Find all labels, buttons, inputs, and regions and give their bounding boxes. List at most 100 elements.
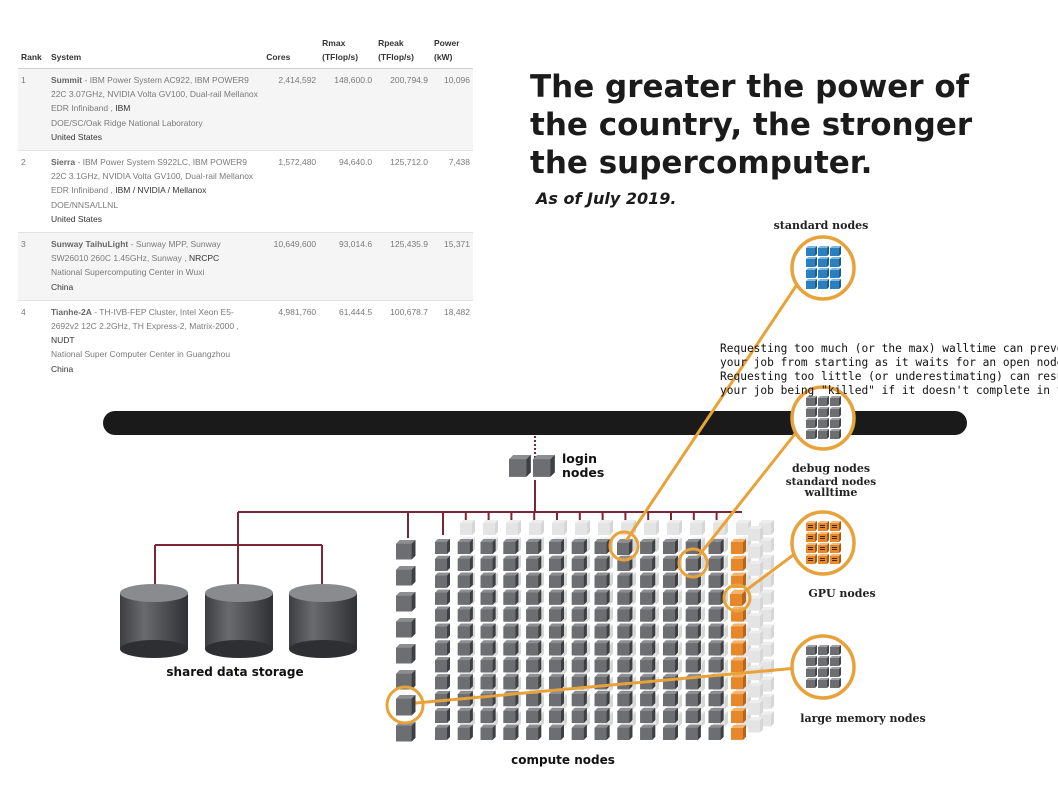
system-name-link[interactable]: Sierra bbox=[50, 157, 76, 168]
standard-nodes-label: standard nodes bbox=[774, 219, 869, 232]
storage-cylinder bbox=[205, 584, 273, 658]
debug-nodes-sublabel-standard: standard nodes bbox=[786, 476, 877, 488]
standard-node-icon bbox=[818, 268, 829, 278]
gpu-node-icon bbox=[818, 521, 829, 531]
large-memory-nodes-callout bbox=[790, 634, 856, 700]
compute-node-back bbox=[644, 520, 659, 535]
gpu-nodes-label: GPU nodes bbox=[808, 587, 875, 600]
compute-node bbox=[526, 708, 542, 723]
compute-node bbox=[526, 674, 542, 690]
compute-node bbox=[549, 623, 564, 639]
compute-node bbox=[708, 589, 724, 605]
compute-node bbox=[503, 623, 519, 639]
system-name-link[interactable]: Summit bbox=[50, 75, 83, 85]
gpu-node-icon bbox=[818, 554, 829, 564]
table-row: 3 Sunway TaihuLight - Sunway MPP, Sunway… bbox=[18, 232, 473, 301]
compute-node-back bbox=[748, 543, 763, 559]
header-rmax: Rmax (TFlop/s) bbox=[319, 32, 376, 69]
gpu-nodes-callout bbox=[790, 510, 856, 576]
compute-node bbox=[663, 640, 678, 656]
compute-node bbox=[617, 589, 633, 605]
rpeak-cell: 125,435.9 bbox=[375, 232, 431, 301]
shared-data-storage-label: shared data storage bbox=[166, 665, 303, 679]
rpeak-cell: 125,712.0 bbox=[375, 150, 431, 234]
compute-node bbox=[526, 589, 542, 605]
gpu-node-icon bbox=[818, 532, 829, 542]
compute-node bbox=[571, 589, 587, 605]
power-cell: 15,371 bbox=[431, 232, 473, 301]
compute-node bbox=[503, 674, 519, 690]
system-vendor: IBM / NVIDIA / Mellanox bbox=[115, 185, 207, 196]
compute-node-back bbox=[529, 520, 544, 535]
system-name-link[interactable]: Tianhe-2A bbox=[50, 306, 92, 317]
compute-node bbox=[571, 708, 587, 723]
standard-node-icon bbox=[818, 279, 829, 289]
compute-node bbox=[708, 555, 724, 571]
rank-cell: 3 bbox=[18, 232, 48, 301]
standard-node-icon bbox=[830, 246, 841, 256]
compute-node bbox=[571, 640, 587, 656]
compute-node bbox=[480, 657, 496, 673]
compute-node bbox=[663, 657, 678, 673]
compute-node bbox=[457, 589, 473, 605]
compute-node bbox=[457, 623, 473, 639]
headline: The greater the power of the country, th… bbox=[530, 69, 973, 181]
cores-cell: 10,649,600 bbox=[263, 232, 320, 301]
compute-node bbox=[480, 539, 496, 554]
compute-node bbox=[685, 623, 701, 639]
system-cell: Summit - IBM Power System AC922, IBM POW… bbox=[47, 68, 264, 152]
gpu-node-icon bbox=[830, 532, 841, 542]
rmax-cell: 93,014.6 bbox=[319, 232, 376, 301]
compute-node bbox=[503, 724, 519, 740]
compute-node bbox=[396, 618, 416, 638]
system-site: DOE/NNSA/LLNL bbox=[50, 199, 119, 210]
compute-node bbox=[457, 708, 473, 723]
compute-node bbox=[526, 555, 542, 571]
large-memory-node-icon bbox=[830, 645, 841, 655]
compute-node bbox=[549, 708, 564, 723]
compute-node bbox=[640, 572, 656, 588]
compute-node-back bbox=[748, 526, 763, 541]
compute-node bbox=[685, 589, 701, 605]
compute-node bbox=[617, 724, 633, 740]
compute-node bbox=[708, 623, 724, 639]
compute-node bbox=[571, 724, 587, 740]
highlighted-debug-node bbox=[686, 556, 701, 571]
debug-nodes-sublabel-walltime: walltime bbox=[804, 486, 858, 499]
compute-node bbox=[594, 691, 610, 707]
debug-nodes-label: debug nodes bbox=[792, 462, 870, 475]
system-name-link[interactable]: Sunway TaihuLight bbox=[50, 239, 129, 250]
compute-node bbox=[480, 691, 496, 707]
compute-node bbox=[396, 540, 416, 560]
login-label-line2: nodes bbox=[562, 465, 604, 480]
compute-node bbox=[396, 566, 416, 586]
compute-node bbox=[435, 589, 450, 605]
debug-node-icon bbox=[806, 418, 817, 428]
compute-node bbox=[503, 572, 519, 588]
compute-node bbox=[503, 640, 519, 656]
top500-table-panel: Rank System Cores Rmax (TFlop/s) Rpeak (… bbox=[18, 32, 473, 382]
compute-node bbox=[526, 657, 542, 673]
compute-node bbox=[594, 657, 610, 673]
compute-node bbox=[480, 623, 496, 639]
compute-node bbox=[617, 606, 633, 622]
gpu-node-icon bbox=[806, 554, 817, 564]
cores-cell: 4,981,760 bbox=[278, 306, 317, 317]
compute-node bbox=[663, 708, 678, 723]
compute-node bbox=[549, 657, 564, 673]
walltime-note: Requesting too much (or the max) walltim… bbox=[720, 342, 1058, 398]
compute-node bbox=[640, 724, 656, 740]
rpeak-cell: 200,794.9 bbox=[375, 68, 431, 152]
gpu-node-icon bbox=[818, 543, 829, 553]
debug-node-icon bbox=[806, 407, 817, 417]
compute-node bbox=[503, 606, 519, 622]
compute-node bbox=[549, 555, 564, 571]
compute-node bbox=[526, 623, 542, 639]
compute-node bbox=[663, 539, 678, 554]
compute-node bbox=[640, 657, 656, 673]
large-memory-nodes-label: large memory nodes bbox=[800, 712, 925, 725]
compute-node bbox=[663, 691, 678, 707]
compute-node bbox=[663, 623, 678, 639]
gpu-node bbox=[731, 691, 746, 707]
